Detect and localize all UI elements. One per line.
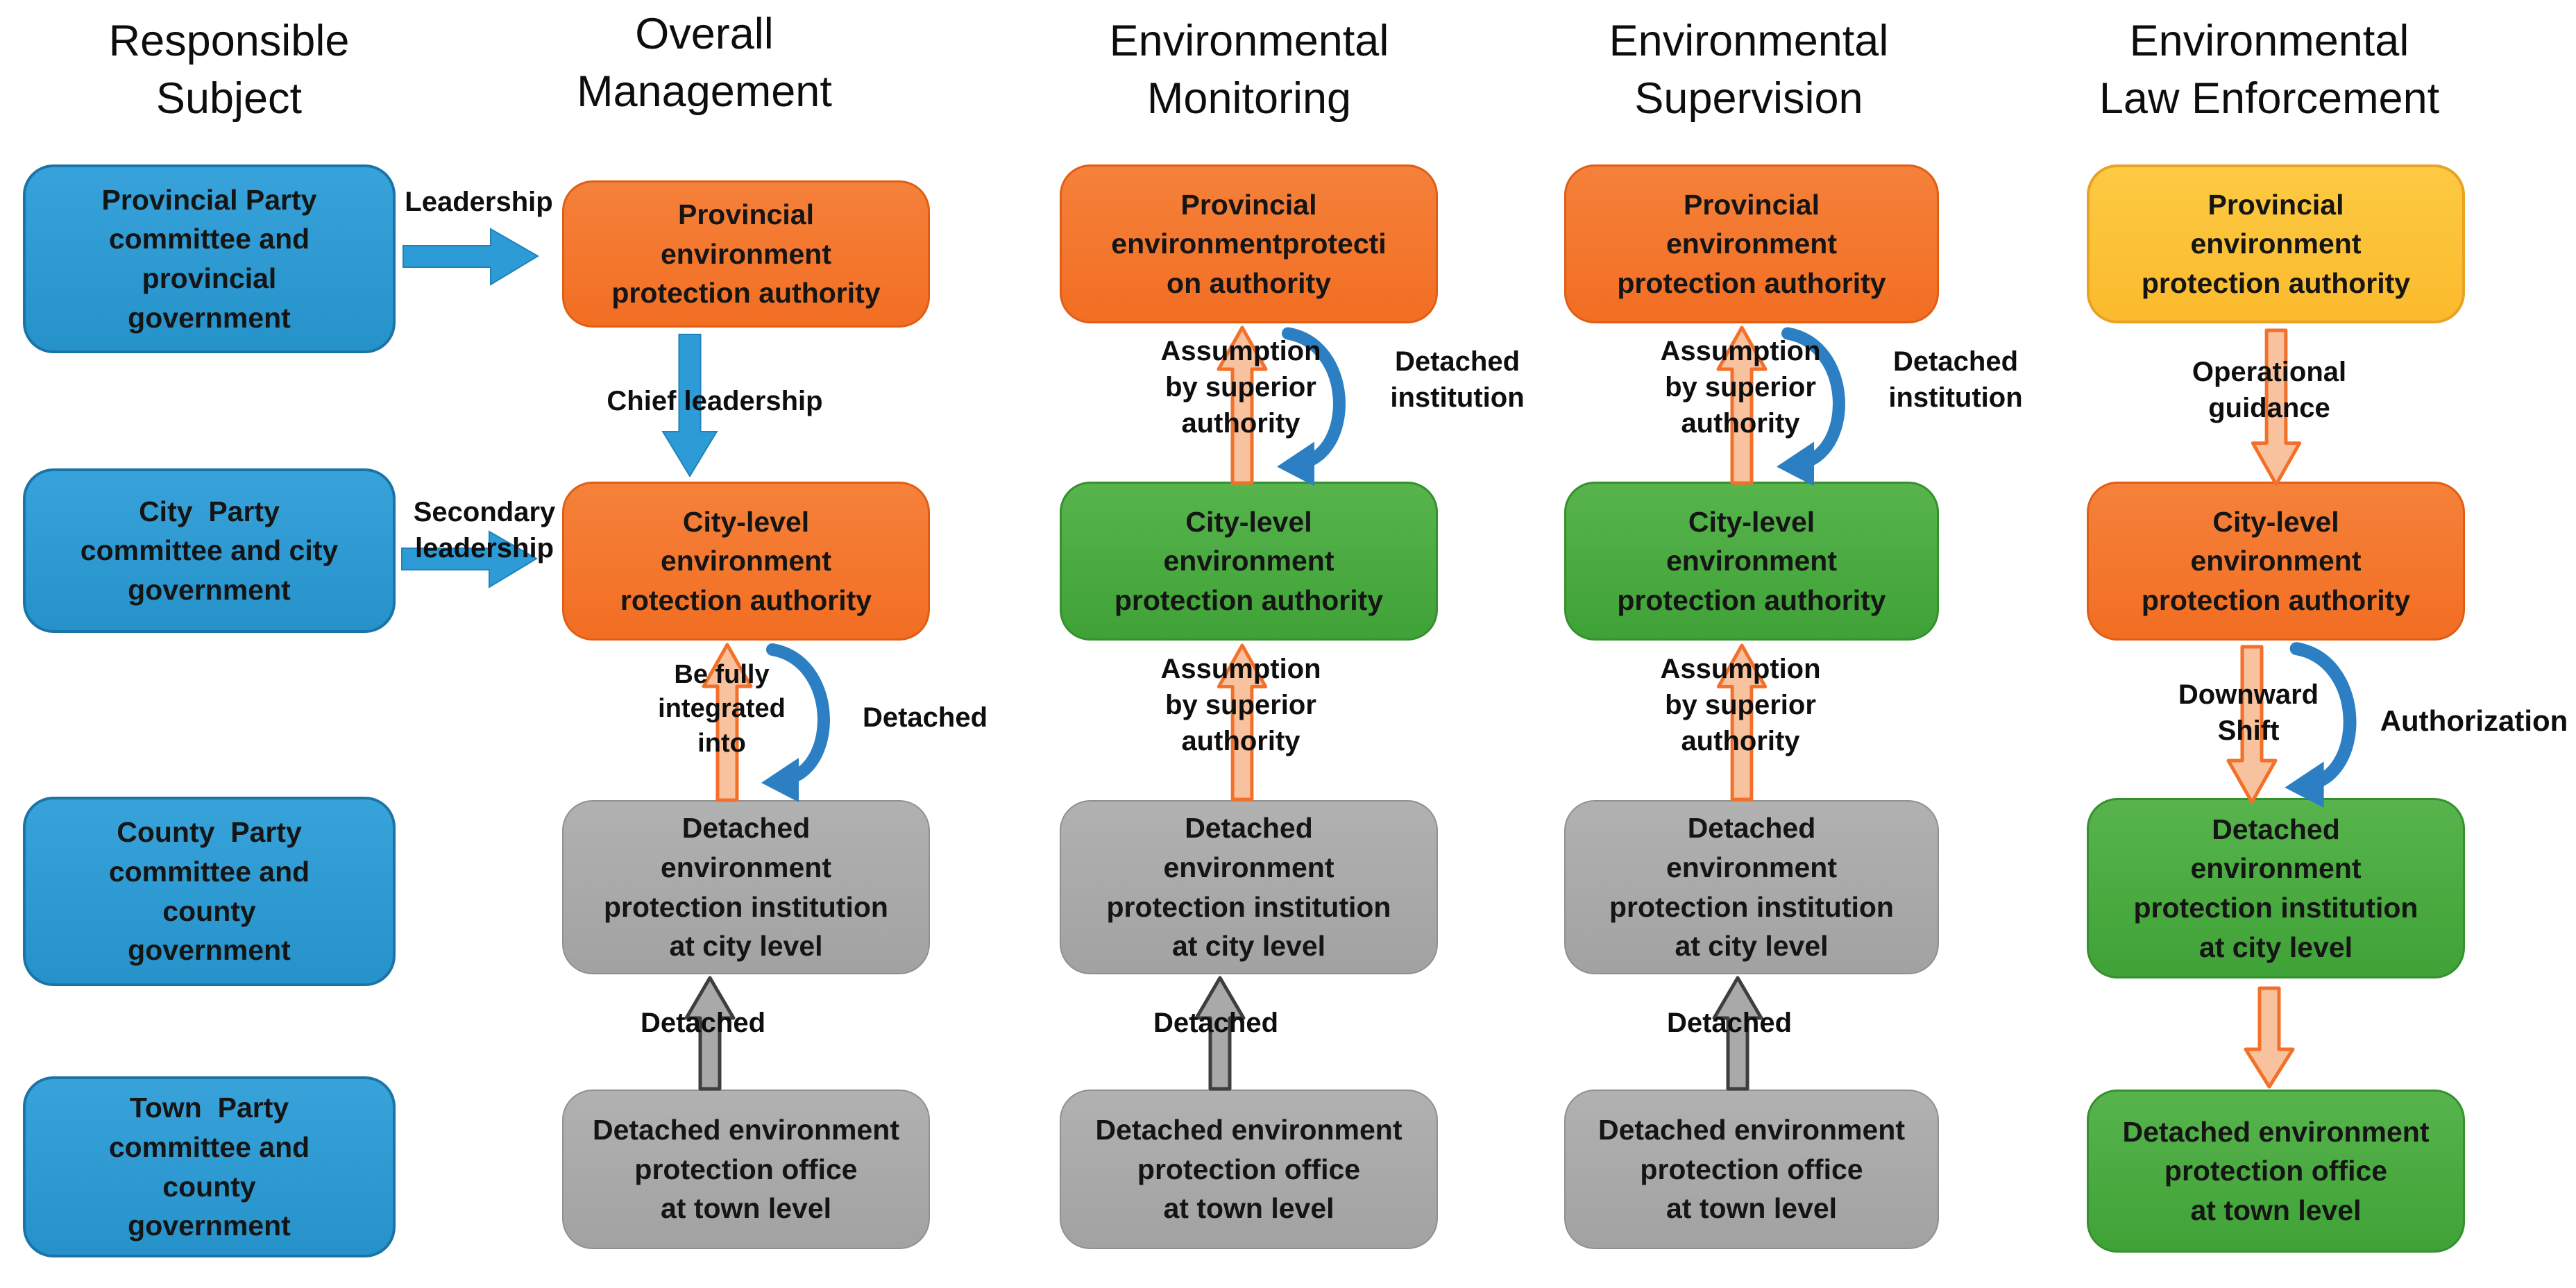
chief-leadership-arrow-icon — [661, 333, 718, 477]
box-supervision-provincial-epa: Provincial environment protection author… — [1564, 164, 1939, 323]
box-enforcement-detached-office: Detached environment protection office a… — [2087, 1090, 2465, 1253]
box-enforcement-provincial-epa: Provincial environment protection author… — [2087, 164, 2465, 323]
box-enforcement-city-epa: City-level environment protection author… — [2087, 482, 2465, 641]
detached-gray-arrow-icon — [684, 976, 736, 1091]
detached-gray-arrow-supervision-icon — [1712, 976, 1763, 1091]
header-environmental-law-enforcement: Environmental Law Enforcement — [2099, 17, 2440, 124]
label-downward-shift: Downward Shift — [2178, 679, 2319, 746]
label-detached-monitoring-town: Detached — [1153, 1008, 1279, 1038]
label-operational-guidance: Operational guidance — [2192, 357, 2347, 423]
assumption-arrow-supervision-top-icon — [1716, 325, 1768, 485]
label-detached-overall: Detached — [862, 702, 988, 733]
label-leadership: Leadership — [405, 187, 553, 217]
label-be-fully-integrated: Be fully integrated into — [658, 660, 786, 758]
box-overall-detached-institution: Detached environment protection institut… — [562, 800, 930, 974]
be-fully-integrated-arrow-icon — [702, 643, 753, 802]
enforcement-down-arrow-icon — [2244, 986, 2295, 1089]
assumption-arrow-supervision-bottom-icon — [1716, 643, 1768, 802]
leadership-arrow-icon — [402, 228, 539, 286]
downward-shift-arrow-icon — [2226, 645, 2278, 804]
box-overall-detached-office: Detached environment protection office a… — [562, 1090, 930, 1249]
box-overall-provincial-epa: Provincial environment protection author… — [562, 180, 930, 328]
label-detached-institution-monitoring: Detached institution — [1390, 346, 1525, 413]
box-city-party-committee: City Party committee and city government — [23, 468, 396, 633]
box-county-party-committee: County Party committee and county govern… — [23, 797, 396, 986]
label-detached-supervision-town: Detached — [1666, 1008, 1793, 1038]
authorization-curved-arrow-icon — [2285, 642, 2357, 808]
box-monitoring-detached-institution: Detached environment protection institut… — [1060, 800, 1438, 974]
header-responsible-subject: Responsible Subject — [108, 17, 350, 124]
detached-institution-curved-arrow-supervision-icon — [1777, 327, 1845, 486]
header-overall-management: Overall Management — [577, 10, 832, 117]
box-enforcement-detached-institution: Detached environment protection institut… — [2087, 798, 2465, 978]
label-chief-leadership: Chief leadership — [607, 386, 823, 416]
label-secondary-leadership: Secondary leadership — [413, 497, 556, 564]
box-supervision-city-epa: City-level environment protection author… — [1564, 482, 1939, 641]
label-detached-overall-town: Detached — [640, 1008, 766, 1038]
box-provincial-party-committee: Provincial Party committee and provincia… — [23, 164, 396, 353]
label-assumption-monitoring-top: Assumption by superior authority — [1160, 336, 1321, 439]
label-assumption-supervision-top: Assumption by superior authority — [1660, 336, 1821, 439]
assumption-arrow-monitoring-top-icon — [1217, 325, 1268, 485]
box-supervision-detached-institution: Detached environment protection institut… — [1564, 800, 1939, 974]
label-assumption-supervision-bottom: Assumption by superior authority — [1660, 654, 1821, 756]
box-monitoring-provincial-epa: Provincial environmentprotecti on author… — [1060, 164, 1438, 323]
detached-gray-arrow-monitoring-icon — [1194, 976, 1246, 1091]
label-authorization: Authorization — [2380, 704, 2568, 737]
header-environmental-supervision: Environmental Supervision — [1609, 17, 1889, 124]
secondary-leadership-arrow-icon — [401, 530, 538, 588]
operational-guidance-arrow-icon — [2251, 328, 2302, 486]
label-assumption-monitoring-bottom: Assumption by superior authority — [1160, 654, 1321, 756]
box-town-party-committee: Town Party committee and county governme… — [23, 1076, 396, 1257]
box-monitoring-city-epa: City-level environment protection author… — [1060, 482, 1438, 641]
detached-institution-curved-arrow-monitoring-icon — [1277, 327, 1346, 486]
box-monitoring-detached-office: Detached environment protection office a… — [1060, 1090, 1438, 1249]
assumption-arrow-monitoring-bottom-icon — [1217, 643, 1268, 802]
label-detached-institution-supervision: Detached institution — [1888, 346, 2023, 413]
detached-curved-arrow-icon — [761, 643, 830, 802]
box-supervision-detached-office: Detached environment protection office a… — [1564, 1090, 1939, 1249]
header-environmental-monitoring: Environmental Monitoring — [1109, 17, 1389, 124]
box-overall-city-epa: City-level environment rotection authori… — [562, 482, 930, 641]
